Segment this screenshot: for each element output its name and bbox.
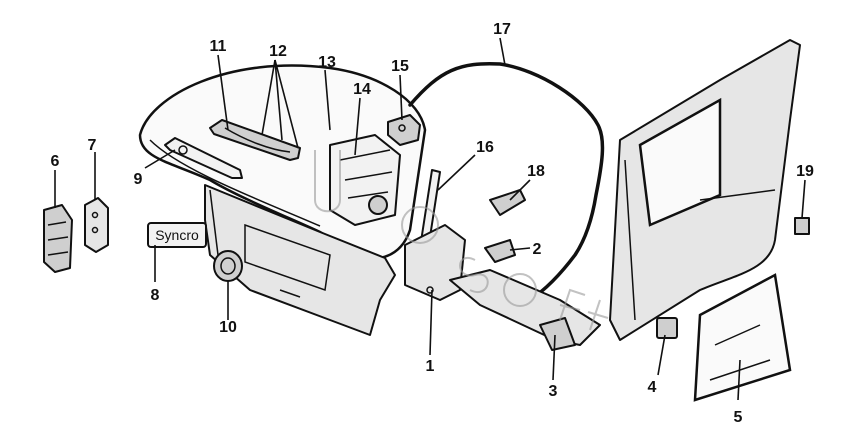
callout-13: 13 — [318, 54, 336, 71]
callout-7: 7 — [88, 137, 97, 154]
callout-2: 2 — [533, 241, 542, 258]
corner-piece-3[interactable] — [539, 317, 576, 351]
callout-3: 3 — [549, 383, 558, 400]
callout-19: 19 — [796, 163, 814, 180]
callouts: 1 2 3 4 5 6 7 8 9 10 11 12 13 14 15 16 1… — [51, 21, 814, 426]
side-window-5[interactable] — [693, 273, 792, 402]
callout-16: 16 — [476, 139, 494, 156]
watermark — [314, 150, 609, 331]
callout-1: 1 — [426, 358, 435, 375]
tailgate-panel[interactable] — [204, 184, 396, 336]
handle-garnish-12[interactable] — [209, 119, 301, 161]
callout-10: 10 — [219, 319, 237, 336]
callout-8: 8 — [151, 287, 160, 304]
hinge-fitting-2[interactable] — [484, 239, 516, 263]
lamp-housing-7[interactable] — [84, 197, 109, 253]
clip-19[interactable] — [794, 217, 810, 235]
callout-6: 6 — [51, 153, 60, 170]
quarter-panel[interactable] — [609, 39, 801, 341]
fuel-flap-4[interactable] — [656, 317, 678, 339]
callout-4: 4 — [648, 379, 657, 396]
callout-17: 17 — [493, 21, 511, 38]
rear-floor-sill[interactable] — [449, 269, 601, 346]
tail-lamp-6[interactable] — [43, 204, 73, 273]
lock-mechanism-14[interactable] — [329, 134, 401, 226]
leader-lines — [54, 37, 806, 401]
callout-5: 5 — [734, 409, 743, 426]
latch-15[interactable] — [387, 114, 421, 146]
badge-text: Syncro — [155, 227, 199, 243]
cap-10[interactable] — [213, 250, 243, 282]
callout-12: 12 — [269, 43, 287, 60]
callout-9: 9 — [134, 171, 143, 188]
bracket-18[interactable] — [489, 189, 526, 216]
callout-11: 11 — [210, 38, 227, 55]
callout-18: 18 — [527, 163, 545, 180]
callout-14: 14 — [353, 81, 371, 98]
wiper-arm-9[interactable] — [164, 137, 243, 179]
callout-15: 15 — [391, 58, 409, 75]
syncro-badge-8: Syncro — [147, 222, 207, 248]
